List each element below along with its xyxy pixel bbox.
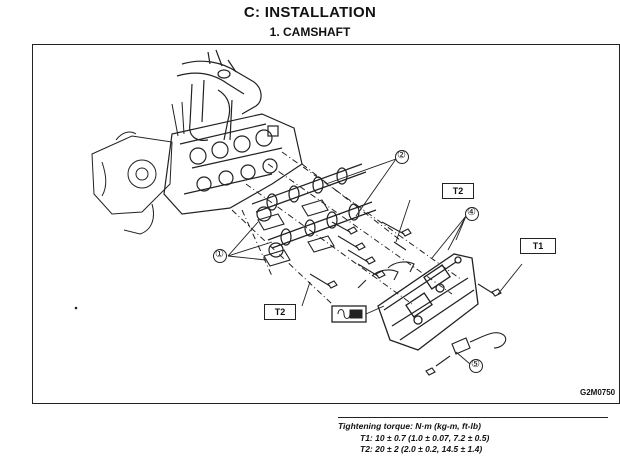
gaskets bbox=[357, 261, 415, 289]
liquid-gasket-symbol bbox=[331, 305, 385, 323]
engine-accessories bbox=[91, 101, 185, 235]
callout-2: ② bbox=[397, 150, 406, 161]
callout-4: ④ bbox=[467, 207, 476, 218]
page-title: C: INSTALLATION bbox=[243, 4, 377, 21]
camshaft-installation-diagram bbox=[74, 49, 523, 376]
torque-label-t2-top: T2 bbox=[442, 183, 474, 199]
bearing-caps bbox=[257, 199, 335, 267]
alignment-lines bbox=[231, 151, 463, 305]
callout-circles bbox=[213, 150, 483, 373]
callout-1: ① bbox=[215, 249, 224, 260]
leader-lines bbox=[227, 158, 523, 365]
cylinder-head bbox=[163, 113, 303, 215]
torque-heading: Tightening torque: N·m (kg-m, ft-lb) bbox=[338, 421, 481, 431]
figure-code: G2M0750 bbox=[580, 388, 616, 397]
intake-manifold bbox=[176, 49, 262, 141]
rocker-cover bbox=[377, 253, 479, 351]
torque-label-t1: T1 bbox=[520, 238, 556, 254]
torque-t1: T1: 10 ± 0.7 (1.0 ± 0.07, 7.2 ± 0.5) bbox=[360, 432, 490, 443]
torque-specification: Tightening torque: N·m (kg-m, ft-lb) T1:… bbox=[338, 417, 608, 456]
t1-bolt bbox=[477, 283, 502, 297]
section-subtitle: 1. CAMSHAFT bbox=[269, 25, 351, 39]
torque-t2: T2: 20 ± 2 (2.0 ± 0.2, 14.5 ± 1.4) bbox=[360, 444, 483, 454]
cap-bolts bbox=[309, 221, 412, 289]
callout-5: ⑤ bbox=[471, 359, 480, 370]
camshafts bbox=[251, 163, 377, 258]
sensor bbox=[425, 332, 507, 376]
torque-label-t2-bottom: T2 bbox=[264, 304, 296, 320]
